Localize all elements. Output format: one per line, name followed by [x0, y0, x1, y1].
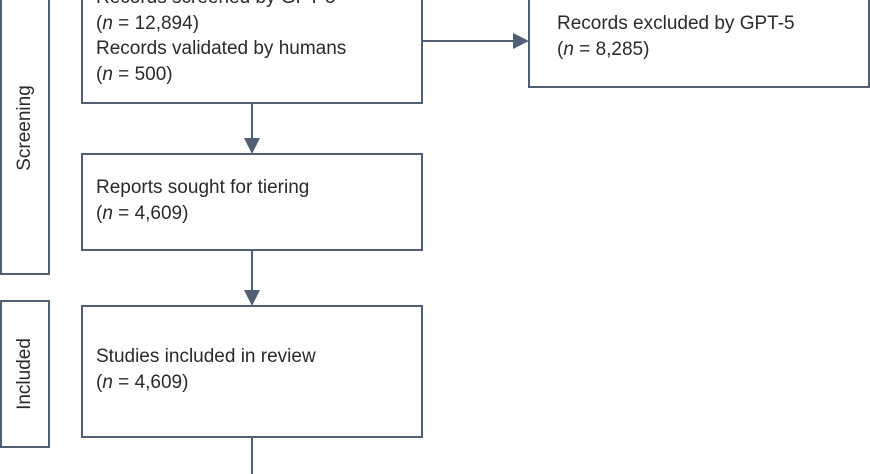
text-studies-included: Studies included in review (n = 4,609) — [96, 346, 316, 393]
label-screened: Records screened by GPT-5 — [96, 0, 346, 11]
count-validated: 500 — [134, 63, 167, 85]
count-excluded: 8,285 — [595, 38, 644, 60]
text-reports-sought: Reports sought for tiering (n = 4,609) — [96, 177, 310, 224]
box-reports-sought — [81, 153, 423, 251]
label-excluded: Records excluded by GPT-5 — [557, 13, 795, 34]
stage-screening: Screening — [0, 0, 50, 275]
box-studies-included — [81, 305, 423, 438]
count-included: 4,609 — [134, 371, 183, 393]
count-sought: 4,609 — [134, 202, 183, 224]
label-validated: Records validated by humans — [96, 38, 347, 59]
text-records-excluded: Records excluded by GPT-5 (n = 8,285) — [557, 13, 795, 60]
box-records-excluded — [528, 0, 870, 88]
label-included: Studies included in review — [96, 346, 316, 367]
box-records-screened — [81, 0, 423, 104]
count-screened: 12,894 — [134, 12, 193, 34]
stage-included: Included — [0, 300, 50, 448]
text-records-screened: Records screened by GPT-5 (n = 12,894) R… — [96, 0, 346, 87]
label-sought: Reports sought for tiering — [96, 177, 310, 198]
